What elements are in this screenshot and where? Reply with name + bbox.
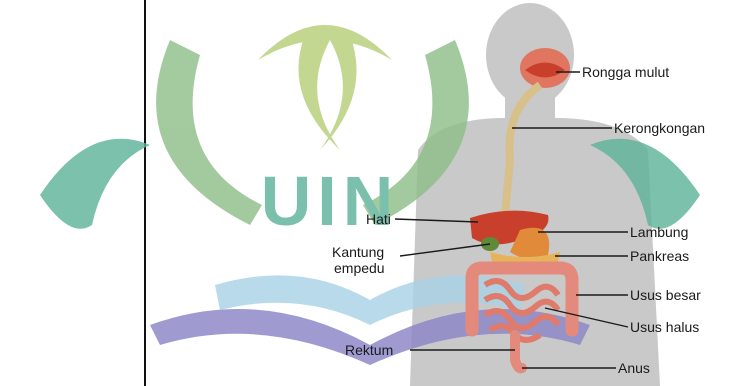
label-kerongkongan: Kerongkongan (614, 120, 705, 136)
label-usus-halus: Usus halus (630, 319, 699, 335)
label-kantung: Kantung (332, 244, 384, 260)
watermark-green-arc-left (156, 40, 262, 225)
label-anus: Anus (618, 360, 650, 376)
label-hati: Hati (366, 211, 391, 227)
watermark-teal-wing-left (40, 139, 150, 229)
label-lambung: Lambung (630, 224, 688, 240)
mouth-organ (520, 48, 570, 88)
label-rongga-mulut: Rongga mulut (582, 64, 669, 80)
watermark-text: UIN (261, 162, 400, 240)
label-pankreas: Pankreas (630, 248, 689, 264)
label-empedu: empedu (334, 260, 385, 276)
label-usus-besar: Usus besar (630, 287, 701, 303)
label-rektum: Rektum (345, 342, 393, 358)
